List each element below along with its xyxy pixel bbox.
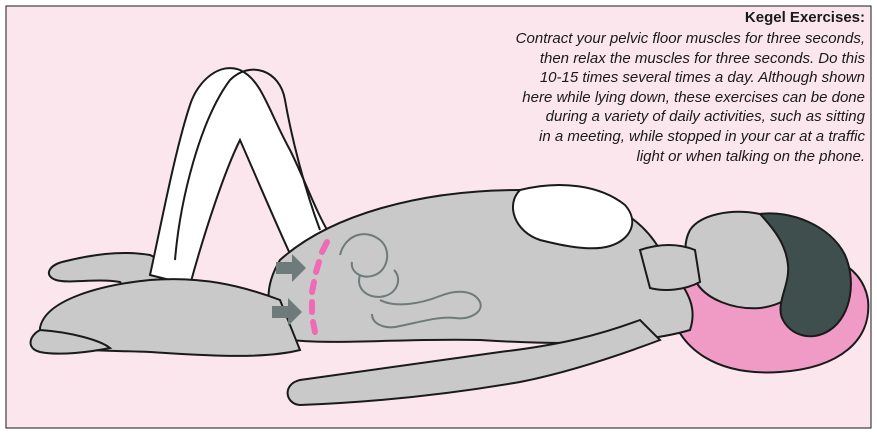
instruction-line: 10-15 times several times a day. Althoug… bbox=[345, 68, 865, 88]
instruction-line: in a meeting, while stopped in your car … bbox=[345, 127, 865, 147]
caption: Kegel Exercises: Contract your pelvic fl… bbox=[345, 8, 865, 166]
instruction-line: Contract your pelvic floor muscles for t… bbox=[345, 29, 865, 49]
instruction-line: during a variety of daily activities, su… bbox=[345, 107, 865, 127]
instruction-line: light or when talking on the phone. bbox=[345, 147, 865, 167]
caption-title: Kegel Exercises: bbox=[345, 8, 865, 28]
instruction-line: here while lying down, these exercises c… bbox=[345, 88, 865, 108]
caption-body: Contract your pelvic floor muscles for t… bbox=[345, 29, 865, 166]
instruction-line: then relax the muscles for three seconds… bbox=[345, 49, 865, 69]
neck bbox=[640, 245, 700, 290]
